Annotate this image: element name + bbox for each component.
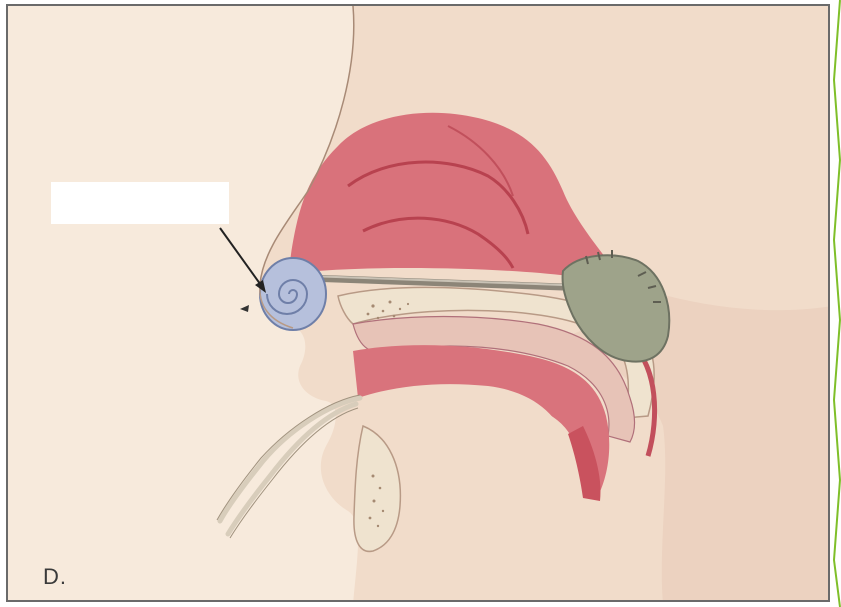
small-pointer <box>240 305 249 312</box>
nasal-anatomy-illustration <box>8 6 830 602</box>
panel-letter: D. <box>43 564 67 590</box>
diagram-figure: D. <box>6 4 830 602</box>
green-zigzag-accent <box>834 0 840 607</box>
slide-edge-accent <box>832 0 841 607</box>
leader-arrow-icon <box>220 228 263 288</box>
answer-label-box <box>51 182 229 224</box>
nasal-packing-roll-icon <box>260 258 326 330</box>
